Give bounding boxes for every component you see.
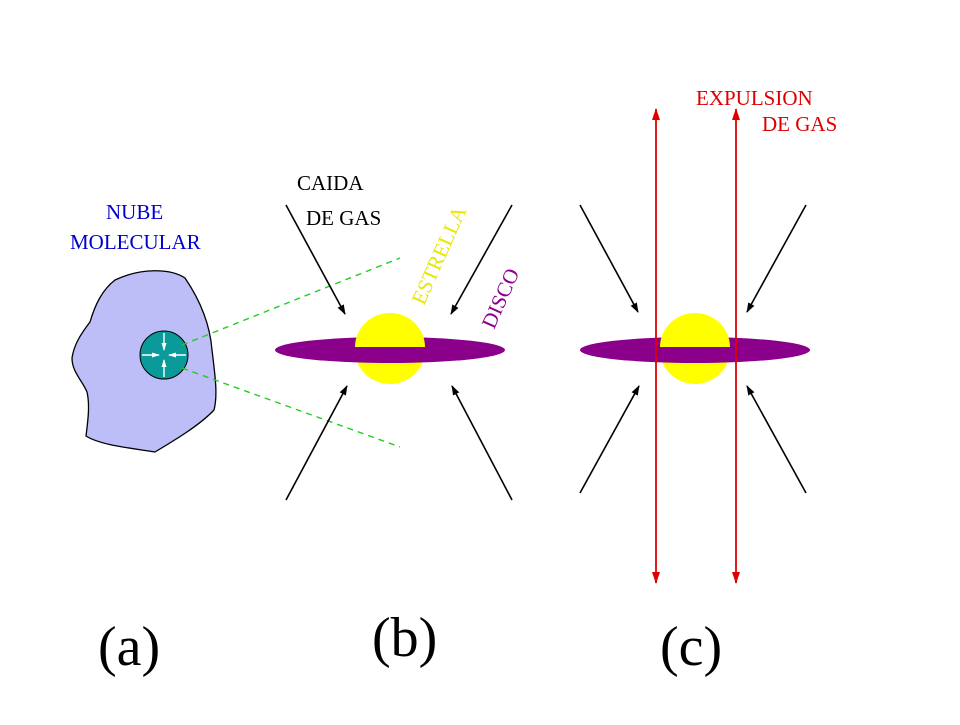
- outflow-arrows: [652, 108, 740, 584]
- infall-arrow: [579, 204, 639, 313]
- infall-arrow: [285, 385, 348, 501]
- infall-arrow: [285, 204, 346, 315]
- label-caida: CAIDA: [297, 171, 364, 195]
- infall-arrow: [746, 204, 807, 313]
- label-nube: NUBE: [106, 200, 163, 224]
- panel-label-a: (a): [98, 616, 160, 678]
- star-c: [660, 313, 730, 347]
- infall-arrows-b: [285, 204, 513, 501]
- disk-b: [275, 337, 505, 363]
- infall-arrow: [579, 385, 640, 494]
- label-molecular: MOLECULAR: [70, 230, 201, 254]
- infall-arrow: [450, 204, 513, 315]
- panel-b: CAIDA DE GAS ESTRELLA DISCO (b): [275, 171, 524, 669]
- panel-label-c: (c): [660, 616, 722, 678]
- infall-arrow: [451, 385, 513, 501]
- label-disco: DISCO: [477, 265, 525, 332]
- collapse-arrows: [142, 333, 186, 377]
- panel-label-b: (b): [372, 607, 437, 669]
- zoom-lines: [181, 257, 401, 448]
- dense-core: [139, 330, 189, 380]
- infall-arrows-c: [579, 204, 807, 494]
- panel-a: NUBE MOLECULAR (a): [70, 200, 401, 678]
- label-de-gas-outflow: DE GAS: [762, 112, 837, 136]
- label-de-gas-infall: DE GAS: [306, 206, 381, 230]
- label-expulsion: EXPULSION: [696, 86, 813, 110]
- disk-c: [580, 337, 810, 363]
- infall-arrow: [746, 385, 807, 494]
- star-b: [355, 313, 425, 347]
- panel-c: EXPULSION DE GAS (c): [579, 86, 837, 678]
- label-estrella: ESTRELLA: [407, 202, 472, 308]
